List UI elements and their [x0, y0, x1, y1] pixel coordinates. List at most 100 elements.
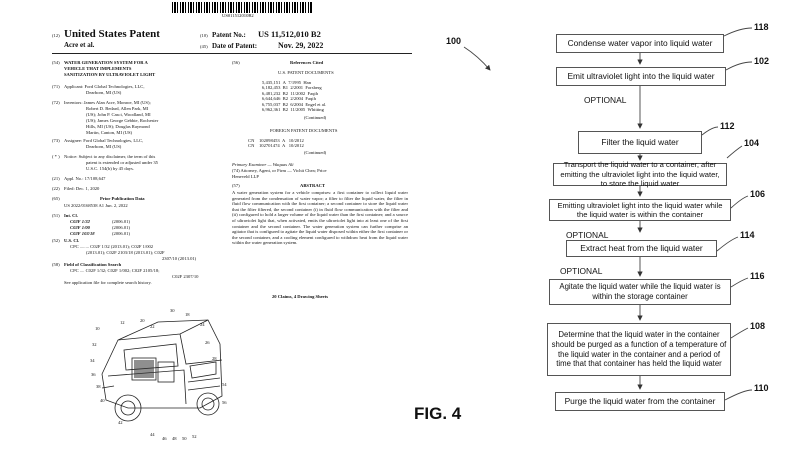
ref-name: Faqih [305, 96, 316, 102]
vehicle-ref-label: 26 [205, 340, 210, 345]
ref-number: 6,182,453 [262, 85, 281, 91]
leader-line [723, 27, 753, 37]
ref-date: 11/2002 [290, 90, 306, 96]
assignee-line: Assignee: Ford Global Technologies, LLC, [64, 138, 144, 143]
notice-line: U.S.C. 154(b) by 45 days. [86, 166, 134, 171]
ref-date: 7/1995 [288, 80, 302, 85]
vehicle-ref-label: 42 [118, 420, 123, 425]
step-ref-118: 118 [754, 22, 769, 32]
int-cl-title: Int. Cl. [64, 213, 78, 218]
field-code: (22) [52, 186, 60, 191]
vehicle-ref-label: 12 [120, 320, 125, 325]
leader-line [730, 277, 749, 288]
ref-name: Whitting [307, 106, 324, 112]
appl-no-field: (21) Appl. No.: 17/108,647 [52, 176, 222, 186]
vehicle-ref-label: 22 [150, 324, 155, 329]
ref-kind: B1 [282, 85, 289, 91]
inventors-line: Inventors: James Alan Acre, Monroe, MI (… [64, 100, 151, 105]
ref-number: 6,644,646 [262, 96, 281, 102]
field-search-line: See application file for complete search… [64, 280, 152, 285]
field-search-line: CPC .... C02F 1/32; C02F 1/002; C02F 210… [70, 268, 160, 273]
ref-date: 10/2012 [288, 138, 304, 143]
barcode [172, 2, 312, 13]
step-emit-uv-light: Emit ultraviolet light into the liquid w… [556, 67, 726, 86]
step-ref-104: 104 [744, 138, 760, 148]
us-cl-title: U.S. Cl. [64, 238, 80, 243]
patent-inventor-header: Acre et al. [64, 41, 95, 49]
int-cl-code: C02F 103/18 [70, 231, 95, 236]
us-cl-line: 2307/10 (2013.01) [162, 256, 197, 261]
step-determine-purge: Determine that the liquid water in the c… [547, 323, 731, 376]
date-label: Date of Patent: [212, 42, 258, 50]
filed-field: (22) Filed: Dec. 1, 2020 [52, 186, 222, 196]
ref-kind: A [282, 80, 286, 85]
field-search-line: C02F 2307/10 [172, 274, 199, 279]
ref-kind: A [281, 138, 286, 143]
notice-field: ( * ) Notice: Subject to any disclaimer,… [52, 154, 222, 176]
field-code: (72) [52, 100, 60, 105]
title-line: WATER GENERATION SYSTEM FOR A [64, 60, 148, 65]
field-search-title: Field of Classification Search [64, 262, 122, 267]
vehicle-ref-label: 52 [192, 434, 197, 439]
foreign-reference-row: CN 102701474 A 10/2012 [248, 143, 378, 148]
title-line: SANITIZATION BY ULTRAVIOLET LIGHT [64, 72, 156, 77]
figure-ref-100: 100 [446, 36, 462, 46]
assignee-line: Dearborn, MI (US) [86, 144, 122, 149]
vehicle-drawing [101, 319, 223, 422]
vehicle-ref-label: 48 [172, 436, 177, 441]
step-ref-110: 110 [754, 383, 769, 393]
field-code: (71) [52, 84, 60, 89]
vehicle-ref-label: 20 [140, 318, 145, 323]
applicant-line: Dearborn, MI (US) [86, 90, 122, 95]
references-title: References Cited [290, 60, 324, 65]
optional-label: OPTIONAL [560, 266, 603, 276]
country-code: (12) [52, 33, 60, 38]
int-cl-field: (51) Int. Cl. C02F 1/32 (2006.01) C02F 1… [52, 213, 222, 238]
step-filter-water: Filter the liquid water [578, 131, 702, 154]
us-cl-field: (52) U.S. Cl. CPC ........ C02F 1/32 (20… [52, 238, 222, 262]
field-code: (73) [52, 138, 60, 143]
inventors-line: Martin, Canton, MI (US) [86, 130, 133, 135]
ref-name: Forsberg [305, 85, 322, 91]
filed-line: Filed: Dec. 1, 2020 [64, 186, 100, 191]
us-cl-line: (2013.01); C02F 2103/18 (2013.01); C02F [86, 250, 165, 255]
abstract-text: A water generation system for a vehicle … [232, 190, 408, 246]
field-code: (58) [52, 262, 60, 267]
inventors-field: (72) Inventors: James Alan Acre, Monroe,… [52, 100, 222, 138]
reference-row: 6,182,453 B1 2/2001 Forsberg [262, 85, 372, 90]
ref-date: 2/2001 [290, 85, 304, 91]
primary-examiner: Primary Examiner — Waquas Ali [232, 162, 294, 167]
step-ref-114: 114 [740, 230, 755, 240]
us-references-table: 5,435,151 A 7/1995 Han 6,182,453 B1 2/20… [262, 80, 372, 112]
prior-pub-line: US 2022/0168538 A1 Jun. 2, 2022 [64, 203, 128, 208]
vehicle-ref-label: 46 [162, 436, 167, 441]
step-transport-water: Transport the liquid water to a containe… [553, 160, 727, 188]
leader-line [725, 61, 753, 71]
figure-label: FIG. 4 [414, 404, 462, 423]
patent-no-label: Patent No.: [212, 31, 246, 39]
ref-name: Faqih [307, 90, 318, 96]
vehicle-ref-label: 10 [95, 326, 100, 331]
ref-name: Engel et al. [305, 101, 327, 107]
field-code: (54) [52, 60, 60, 65]
step-ref-102: 102 [754, 56, 770, 66]
field-code: (51) [52, 213, 60, 218]
foreign-reference-row: CN 102098453 A 10/2012 [248, 138, 378, 143]
optional-label: OPTIONAL [566, 230, 609, 240]
leader-line [701, 126, 719, 136]
int-cl-year: (2006.01) [112, 225, 130, 230]
field-code: (21) [52, 176, 60, 181]
vehicle-ref-label: 38 [96, 384, 101, 389]
leader-line [730, 327, 749, 339]
prior-pub-title: Prior Publication Data [100, 196, 145, 201]
patent-date: Nov. 29, 2022 [278, 41, 324, 50]
notice-line: Notice: Subject to any disclaimer, the t… [64, 154, 156, 159]
ref-number: 102098453 [258, 138, 280, 143]
vehicle-ref-label: 50 [182, 436, 187, 441]
barcode-number: US011512010B2 [222, 13, 254, 18]
vehicle-ref-label: 54 [222, 382, 227, 387]
step-ref-106: 106 [750, 189, 766, 199]
inventors-line: Robert D. Bedard, Allen Park, MI [86, 106, 149, 111]
vehicle-ref-label: 34 [90, 358, 95, 363]
